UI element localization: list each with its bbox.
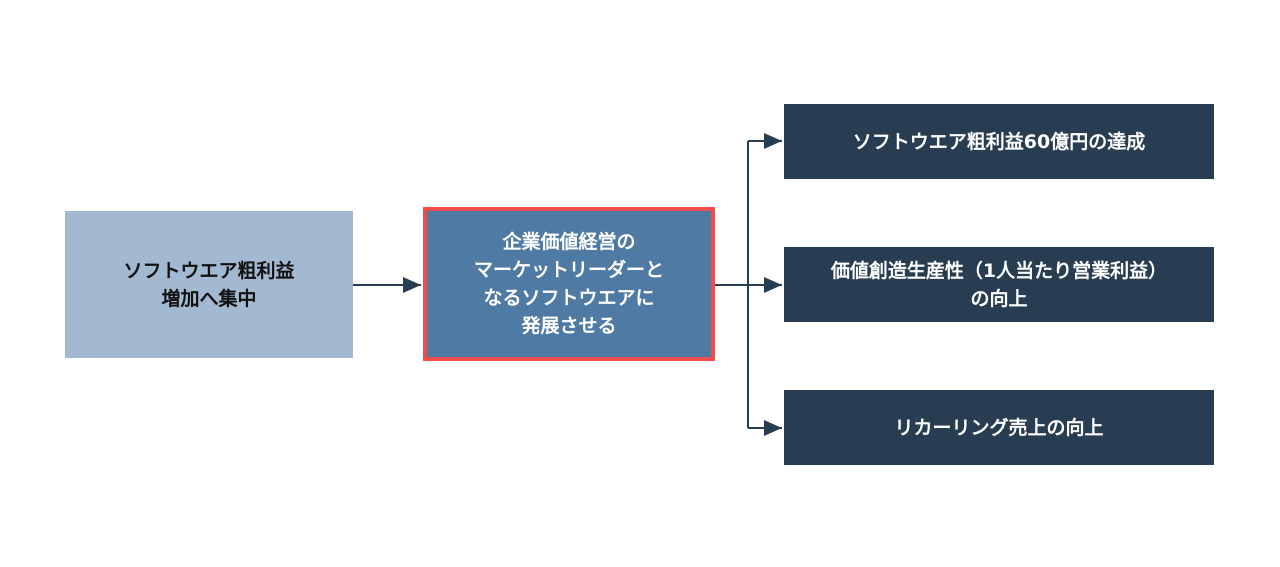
source-node: ソフトウエア粗利益 増加へ集中	[65, 211, 353, 358]
center-node-highlighted: 企業価値経営の マーケットリーダーと なるソフトウエアに 発展させる	[423, 207, 715, 361]
target-node-recurring-revenue: リカーリング売上の向上	[784, 390, 1214, 465]
target-node-gross-profit: ソフトウエア粗利益60億円の達成	[784, 104, 1214, 179]
target-node-productivity: 価値創造生産性（1人当たり営業利益） の向上	[784, 247, 1214, 322]
